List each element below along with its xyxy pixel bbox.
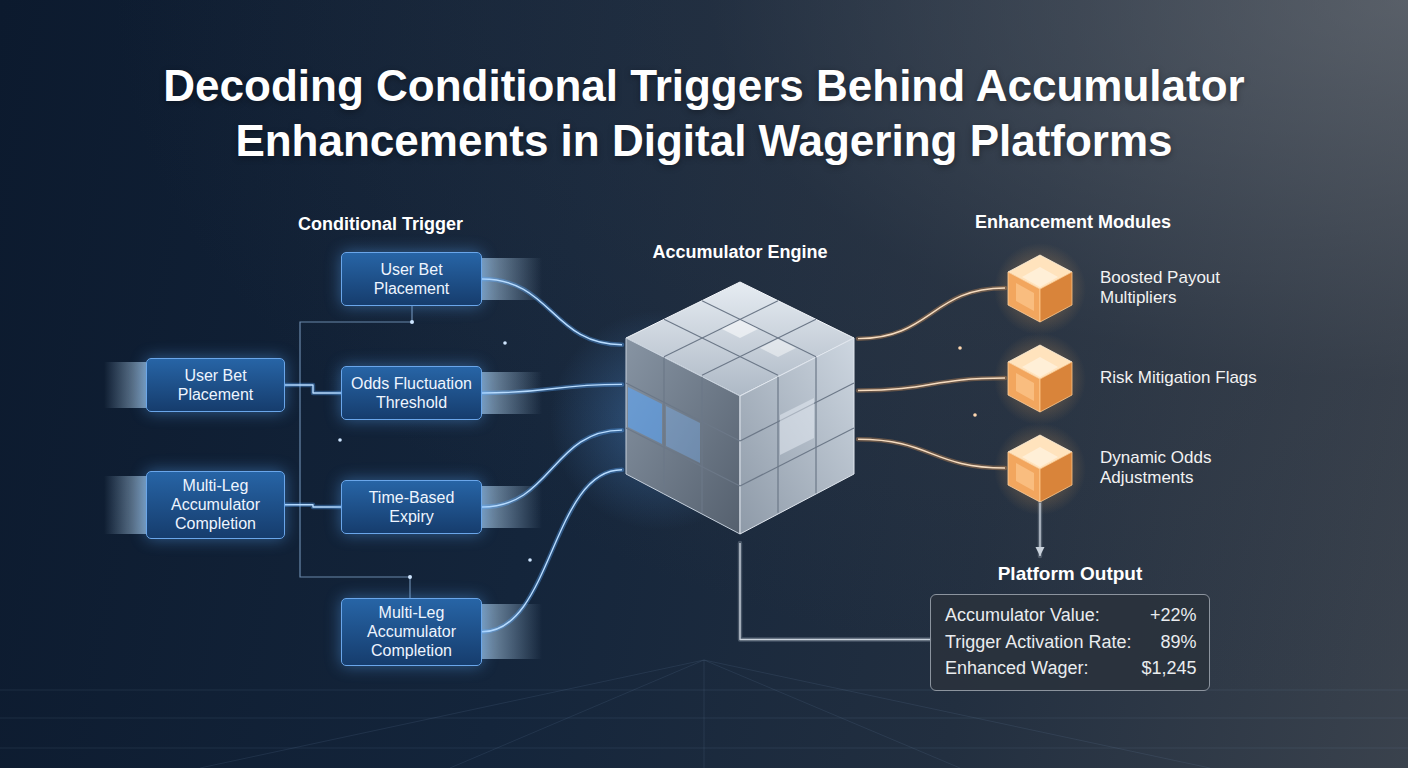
connector-line	[858, 378, 1005, 391]
trigger-label: User Bet Placement	[350, 260, 473, 298]
section-heading: Conditional Trigger	[298, 214, 463, 235]
trigger-box: Multi-Leg Accumulator Completion	[341, 598, 482, 666]
screen-panel	[780, 398, 814, 455]
connector	[482, 384, 622, 393]
trigger-label: Odds Fluctuation Threshold	[350, 374, 473, 412]
grid-line	[704, 660, 960, 768]
trigger-box: User Bet Placement	[146, 358, 285, 412]
engine-cube	[550, 282, 854, 534]
connector-glow	[740, 543, 930, 640]
connector-line	[482, 470, 622, 632]
bracket-line	[300, 306, 412, 598]
module-cube	[994, 243, 1086, 335]
connector-glow	[858, 288, 1005, 339]
connector	[482, 470, 622, 632]
metric-label: Enhanced Wager:	[945, 658, 1131, 680]
connector-glow	[858, 378, 1005, 391]
trigger-box: Multi-Leg Accumulator Completion	[146, 471, 285, 539]
light-beam	[104, 362, 146, 408]
cube-left	[626, 338, 740, 534]
junction-dot	[958, 346, 962, 350]
metric-value: 89%	[1141, 632, 1196, 654]
connector-glow	[285, 385, 341, 393]
module-cube	[994, 333, 1086, 425]
trigger-box: User Bet Placement	[341, 252, 482, 306]
grid-line	[450, 660, 704, 768]
enhancement-module: Dynamic Odds Adjustments	[1005, 433, 1280, 503]
connector	[858, 288, 1005, 339]
connector-line	[482, 279, 622, 345]
junction-dot	[528, 558, 532, 562]
junction-dot	[408, 575, 412, 579]
connector-glow	[482, 430, 622, 507]
output-heading: Platform Output	[930, 556, 1210, 585]
junction-dot	[338, 438, 342, 442]
connector	[858, 439, 1005, 468]
junction-dot	[973, 413, 977, 417]
grid-line	[701, 377, 702, 513]
connector-glow	[482, 279, 622, 345]
grid-line	[664, 319, 778, 375]
connector	[285, 505, 341, 507]
connector-glow	[482, 384, 622, 393]
connector-line	[285, 505, 341, 507]
grid-line	[663, 357, 664, 493]
cube-key	[722, 320, 758, 338]
light-beam	[104, 476, 146, 534]
trigger-label: Multi-Leg Accumulator Completion	[155, 476, 276, 534]
engine-block: Accumulator Engine	[622, 238, 858, 543]
connector-line	[858, 288, 1005, 339]
screen-panel	[628, 387, 662, 444]
connector-line	[740, 543, 930, 640]
connector	[482, 279, 622, 345]
connector-glow	[858, 439, 1005, 468]
trigger-box: Odds Fluctuation Threshold	[341, 366, 482, 420]
connector-line	[482, 384, 622, 393]
enhancement-module: Boosted Payout Multipliers	[1005, 253, 1280, 323]
module-label: Boosted Payout Multipliers	[1100, 268, 1280, 309]
diagram-title: Decoding Conditional Triggers Behind Acc…	[94, 58, 1314, 168]
connector	[858, 378, 1005, 391]
grid-line	[704, 660, 705, 768]
module-label: Dynamic Odds Adjustments	[1100, 448, 1280, 489]
connector	[482, 430, 622, 507]
connector-line	[285, 385, 341, 393]
grid-line	[777, 377, 778, 513]
junction-dot	[410, 320, 414, 324]
cube-right	[740, 338, 854, 534]
trigger-box: Time-Based Expiry	[341, 480, 482, 534]
arrow-head	[1036, 547, 1045, 556]
junction-dot	[503, 341, 507, 345]
connector-line	[482, 430, 622, 507]
metric-value: +22%	[1141, 605, 1196, 627]
metric-label: Trigger Activation Rate:	[945, 632, 1131, 654]
output-panel-group: Platform OutputAccumulator Value: +22% Tri…	[930, 556, 1210, 691]
metric-value: $1,245	[1141, 658, 1196, 680]
grid-line	[200, 660, 704, 768]
trigger-label: User Bet Placement	[155, 366, 276, 404]
screen-panel	[666, 406, 700, 463]
trigger-label: Multi-Leg Accumulator Completion	[350, 603, 473, 661]
enhancement-module: Risk Mitigation Flags	[1005, 343, 1280, 413]
engine-label: Accumulator Engine	[622, 238, 858, 263]
grid-line	[702, 319, 816, 375]
connector-glow	[482, 470, 622, 632]
connector-line	[858, 439, 1005, 468]
trigger-label: Time-Based Expiry	[350, 488, 473, 526]
cube-grid	[626, 301, 854, 513]
grid-line	[815, 357, 816, 493]
module-label: Risk Mitigation Flags	[1100, 368, 1280, 388]
section-heading: Enhancement Modules	[975, 212, 1171, 233]
connector	[1036, 503, 1045, 556]
grid-line	[702, 301, 816, 357]
output-box: Accumulator Value: +22% Trigger Activation…	[930, 594, 1210, 691]
connector-glow	[285, 505, 341, 507]
metric-label: Accumulator Value:	[945, 605, 1131, 627]
connector	[285, 385, 341, 393]
cube-key	[760, 339, 796, 357]
connector	[740, 543, 930, 640]
